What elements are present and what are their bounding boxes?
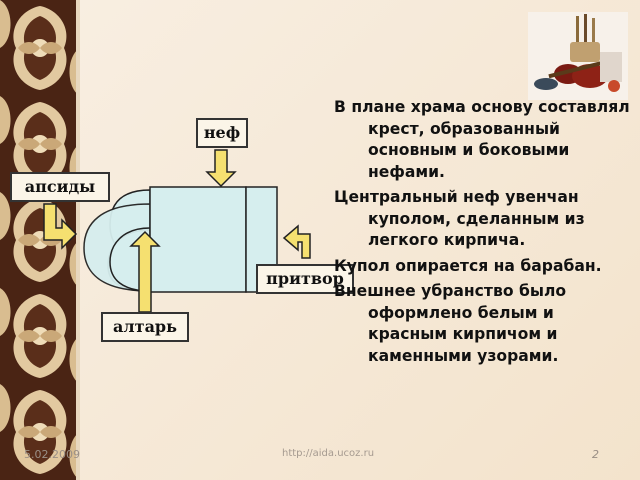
altar-label: алтарь <box>101 312 189 342</box>
altar-apse <box>83 203 151 292</box>
nave-arrow <box>205 149 237 188</box>
paragraph-dome: Центральный неф увенчан куполом, сделанн… <box>334 188 585 249</box>
paragraph-plan: В плане храма основу составлял крест, об… <box>334 98 630 181</box>
footer-url: http://aida.ucoz.ru <box>282 448 375 459</box>
nave-label: неф <box>196 118 248 148</box>
paragraph-drum: Купол опирается на барабан. <box>334 256 602 275</box>
description-text: В плане храма основу составлял крест, об… <box>334 97 634 371</box>
apses-arrow <box>43 203 78 250</box>
narthex-label: притвор <box>256 264 354 294</box>
nave-rect <box>149 186 247 293</box>
narthex-arrow <box>282 224 311 259</box>
violin-still-life-image <box>528 12 628 100</box>
footer-date: 5.02.2009 <box>24 448 80 461</box>
paragraph-decoration: Внешнее убранство было оформлено белым и… <box>334 282 567 365</box>
altar-arrow <box>129 230 161 313</box>
page-number: 2 <box>592 448 599 461</box>
apses-label: апсиды <box>10 172 110 202</box>
